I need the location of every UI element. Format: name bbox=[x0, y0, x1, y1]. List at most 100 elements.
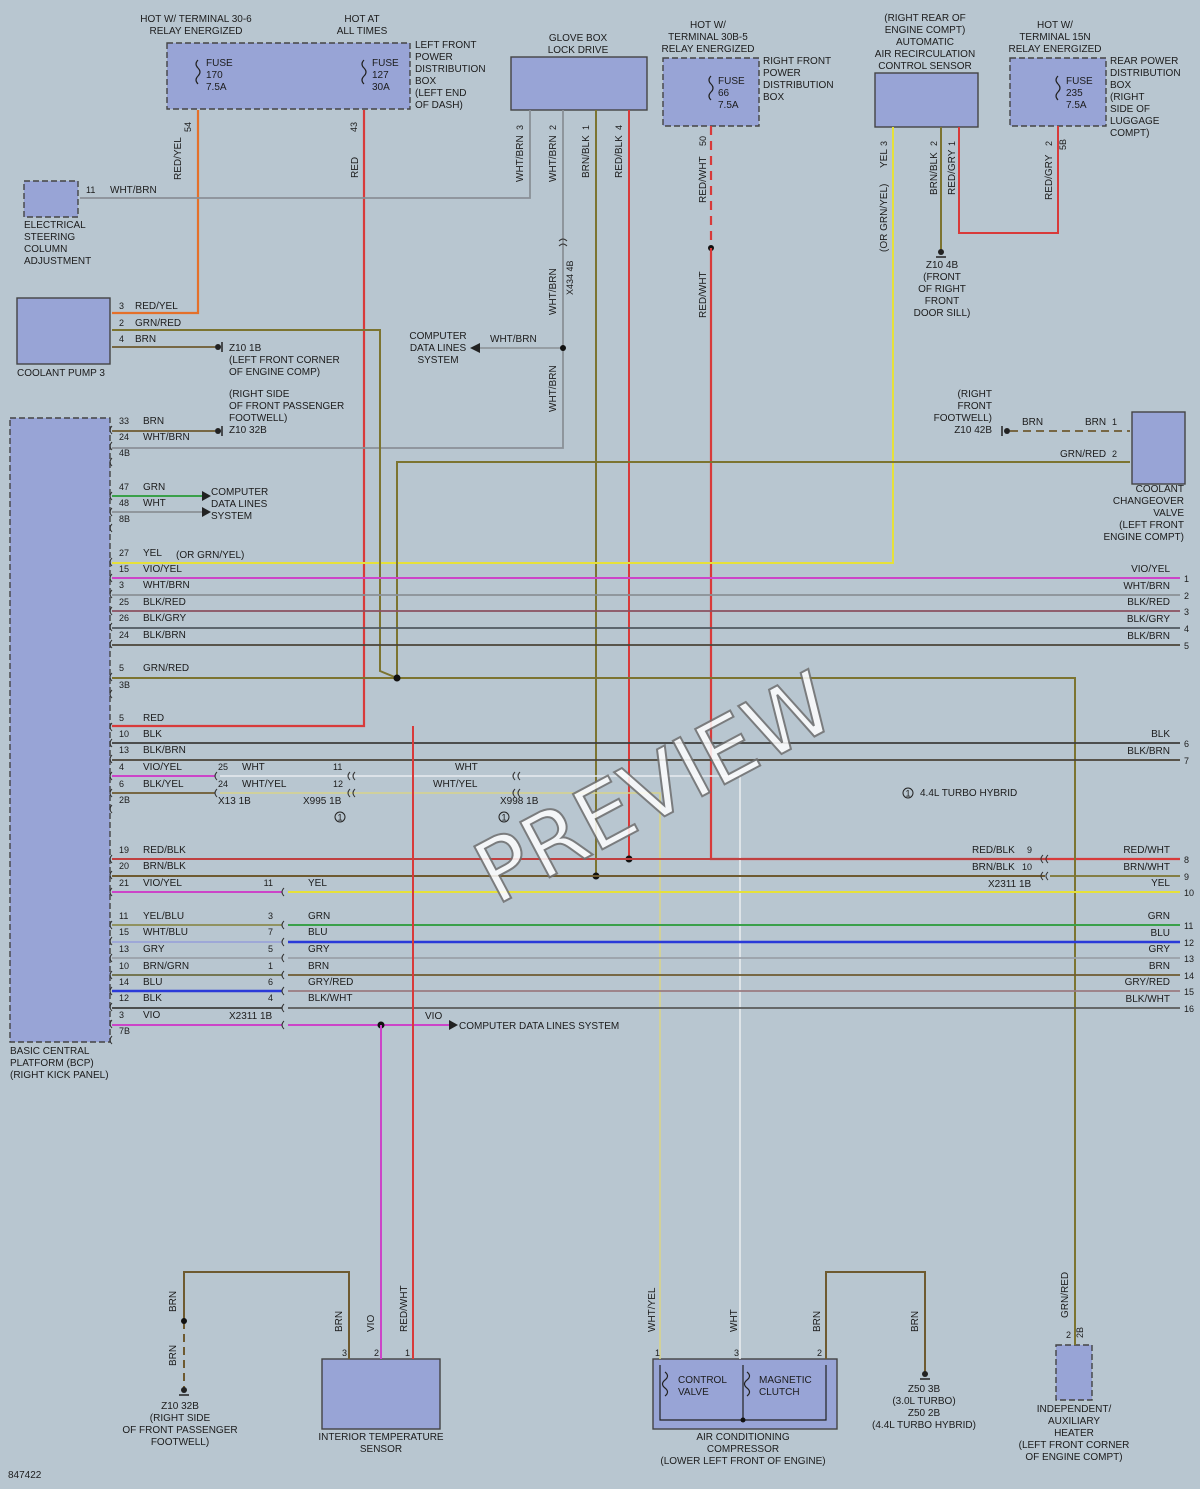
bcp-pin-number: 15 bbox=[119, 564, 129, 574]
text-line: FOOTWELL) bbox=[934, 413, 992, 424]
text-line: 127 bbox=[372, 70, 389, 81]
arrow-icon bbox=[202, 491, 211, 501]
text-line: HEATER bbox=[1054, 1428, 1094, 1439]
text-line: COMPRESSOR bbox=[707, 1444, 779, 1455]
bcp-pin-wire: WHT/BRN bbox=[143, 580, 190, 591]
glove-pin-4: 4 bbox=[614, 125, 624, 130]
text-line: AIR RECIRCULATION bbox=[875, 49, 975, 60]
output-wire-label: WHT/BRN bbox=[1123, 581, 1170, 592]
bcp-pin-wire: VIO/YEL bbox=[143, 878, 182, 889]
pin-terminal bbox=[109, 425, 113, 435]
pump-pin-1: 3 bbox=[119, 301, 124, 311]
x995-pin-2: 12 bbox=[333, 779, 343, 789]
bcp-pin-wire: GRN bbox=[143, 482, 165, 493]
bcp-pin-wire: RED bbox=[143, 713, 164, 724]
wire-wht-yel-compressor bbox=[220, 792, 661, 1359]
pin-terminal bbox=[109, 870, 113, 880]
label-red-gry-recirc: RED/GRY bbox=[947, 149, 958, 195]
text-line: Z10 32B bbox=[161, 1401, 199, 1412]
text-line: FRONT bbox=[925, 296, 959, 307]
text-line: RELAY ENERGIZED bbox=[662, 44, 755, 55]
wire-brn-sensor bbox=[183, 1271, 350, 1359]
x2311-label-bottom: X2311 1B bbox=[229, 1011, 273, 1022]
ground-icon bbox=[215, 426, 223, 436]
bcp-pin-number: 21 bbox=[119, 878, 129, 888]
auxiliary-heater bbox=[1055, 1344, 1093, 1401]
label-wht-brn-3: WHT/BRN bbox=[515, 135, 526, 182]
text-line: 235 bbox=[1066, 88, 1083, 99]
text-line: ELECTRICAL bbox=[24, 220, 86, 231]
sensor-pin-1: 3 bbox=[342, 1348, 347, 1358]
text-line: Z10 1B bbox=[229, 343, 262, 354]
pin-terminal bbox=[109, 523, 113, 533]
x13-wire-2: WHT/YEL bbox=[242, 779, 287, 790]
text-line: INDEPENDENT/ bbox=[1037, 1404, 1112, 1415]
text-line: SIDE OF bbox=[1110, 104, 1150, 115]
text-line: DATA LINES bbox=[211, 499, 268, 510]
text-line: (RIGHT bbox=[958, 389, 992, 400]
pin-terminal bbox=[109, 936, 113, 946]
text-line: (RIGHT SIDE bbox=[229, 389, 290, 400]
output-number: 11 bbox=[1184, 921, 1193, 931]
diagram-id: 847422 bbox=[8, 1470, 42, 1481]
x13-pin-2: 24 bbox=[218, 779, 228, 789]
x2311-right-wire-2: BRN/BLK bbox=[972, 862, 1015, 873]
text-line: OF RIGHT bbox=[918, 284, 966, 295]
text-line: OF DASH) bbox=[415, 100, 463, 111]
text-line: LUGGAGE bbox=[1110, 116, 1160, 127]
splice bbox=[393, 674, 401, 682]
pin-terminal bbox=[109, 788, 113, 798]
bcp-pin-number: 12 bbox=[119, 993, 129, 1003]
bcp-pin-number: 10 bbox=[119, 729, 129, 739]
bcp-pin-number: 20 bbox=[119, 861, 129, 871]
bcp-pin-wire: YEL bbox=[143, 548, 162, 559]
output-wire-label: GRY bbox=[1149, 944, 1171, 955]
text-line: GLOVE BOX bbox=[549, 33, 608, 44]
bcp-pin-wire: VIO bbox=[143, 1010, 160, 1021]
text-line: ENGINE COMPT) bbox=[1103, 532, 1184, 543]
text-line: FUSE bbox=[206, 58, 233, 69]
pin-terminal bbox=[109, 738, 113, 748]
coolant-changeover-valve bbox=[1131, 411, 1186, 485]
label-brn-blk: BRN/BLK bbox=[581, 135, 592, 178]
x998-label: X998 1B bbox=[500, 796, 539, 807]
coolant-pump-name: COOLANT PUMP 3 bbox=[17, 368, 105, 379]
bcp-pin-number: 5 bbox=[119, 663, 124, 673]
x434-label: X434 4B bbox=[565, 260, 575, 295]
sensor-wire-1: BRN bbox=[334, 1311, 345, 1332]
pin-54: 54 bbox=[183, 122, 193, 132]
bcp-pin-wire: BRN/BLK bbox=[143, 861, 186, 872]
valve-label-brn-left: BRN bbox=[1022, 417, 1043, 428]
x2311-wire: GRN bbox=[308, 911, 330, 922]
text-line: DISTRIBUTION bbox=[763, 80, 834, 91]
bcp-pin-number: 2B bbox=[119, 795, 130, 805]
x998-wire-1: WHT bbox=[455, 762, 478, 773]
wire-red-gry bbox=[958, 126, 1059, 234]
pin-terminal bbox=[109, 622, 113, 632]
pin-terminal bbox=[109, 672, 113, 682]
label-red: RED bbox=[350, 157, 361, 178]
text-line: HOT AT bbox=[344, 14, 379, 25]
turbo-note: 4.4L TURBO HYBRID bbox=[920, 788, 1017, 799]
bcp-pin-number: 3 bbox=[119, 580, 124, 590]
bcp-pin-number: 13 bbox=[119, 944, 129, 954]
cdl-bottom-label: COMPUTER DATA LINES SYSTEM bbox=[459, 1021, 619, 1032]
bcp-pin-number: 6 bbox=[119, 779, 124, 789]
note-icon bbox=[334, 811, 346, 823]
x998-wire-2: WHT/YEL bbox=[433, 779, 478, 790]
pump-pin-2: 2 bbox=[119, 318, 124, 328]
or-grn-yel-label: (OR GRN/YEL) bbox=[176, 550, 244, 561]
valve-pin-2: 2 bbox=[1112, 449, 1117, 459]
label-brn-bl2: BRN bbox=[168, 1345, 179, 1366]
text-line: LOCK DRIVE bbox=[548, 45, 609, 56]
text-line: AIR CONDITIONING bbox=[696, 1432, 790, 1443]
output-wire-label: GRN bbox=[1148, 911, 1170, 922]
heater-wire: GRN/RED bbox=[1060, 1272, 1071, 1318]
text-line: Z50 3B bbox=[908, 1384, 941, 1395]
